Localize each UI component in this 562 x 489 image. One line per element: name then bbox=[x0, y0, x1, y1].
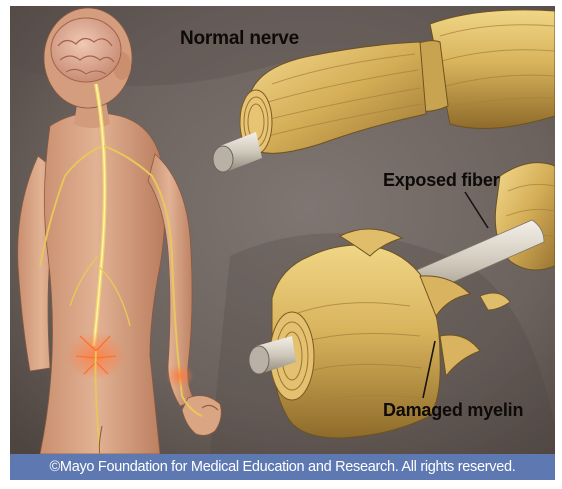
damaged-myelin-label: Damaged myelin bbox=[383, 400, 523, 421]
nerve-illustration bbox=[10, 6, 555, 454]
copyright-notice: ©Mayo Foundation for Medical Education a… bbox=[10, 454, 555, 480]
normal-nerve-label: Normal nerve bbox=[180, 28, 299, 50]
exposed-fiber-label: Exposed fiber bbox=[383, 170, 499, 191]
